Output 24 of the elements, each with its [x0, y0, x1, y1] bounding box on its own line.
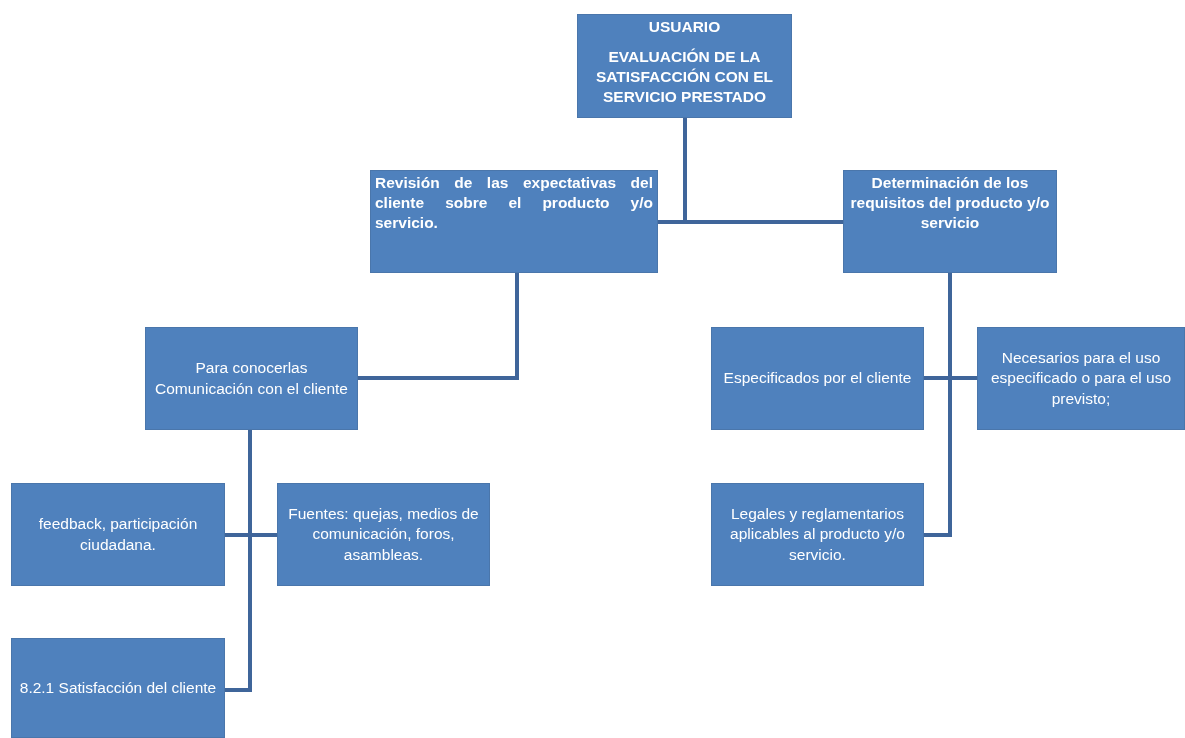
box-text: Para conocerlas Comunicación con el cliente	[154, 358, 349, 399]
connector-line	[683, 118, 843, 224]
process-box	[11, 483, 225, 586]
box-text: Necesarios para el uso especificado o para el uso previsto;	[989, 348, 1173, 409]
box-text: Determinación de los requisitos del producto y/o servicio	[849, 173, 1051, 234]
box-text: Fuentes: quejas, medios de comunicación, foros, asambleas.	[287, 504, 480, 565]
process-box	[145, 327, 358, 430]
process-box	[577, 14, 792, 118]
process-box	[711, 327, 924, 430]
connector-line	[358, 273, 519, 380]
process-box	[277, 483, 490, 586]
process-box	[11, 638, 225, 738]
process-box	[370, 170, 658, 273]
box-text: Especificados por el cliente	[722, 368, 913, 389]
connector-line	[225, 430, 252, 692]
box-text: Revisión de las expectativas del cliente sobre el producto y/o servicio.	[375, 173, 653, 234]
process-box	[977, 327, 1185, 430]
box-text: 8.2.1 Satisfacción del cliente	[18, 677, 218, 698]
process-box	[711, 483, 924, 586]
box-text: EVALUACIÓN DE LA SATISFACCIÓN CON EL SERVICIO PRESTADO	[594, 47, 775, 108]
box-text: feedback, participación ciudadana.	[37, 514, 199, 555]
box-text: Legales y reglamentarios aplicables al producto y/o servicio.	[729, 504, 906, 565]
process-box	[843, 170, 1057, 273]
box-heading: USUARIO	[647, 17, 722, 37]
